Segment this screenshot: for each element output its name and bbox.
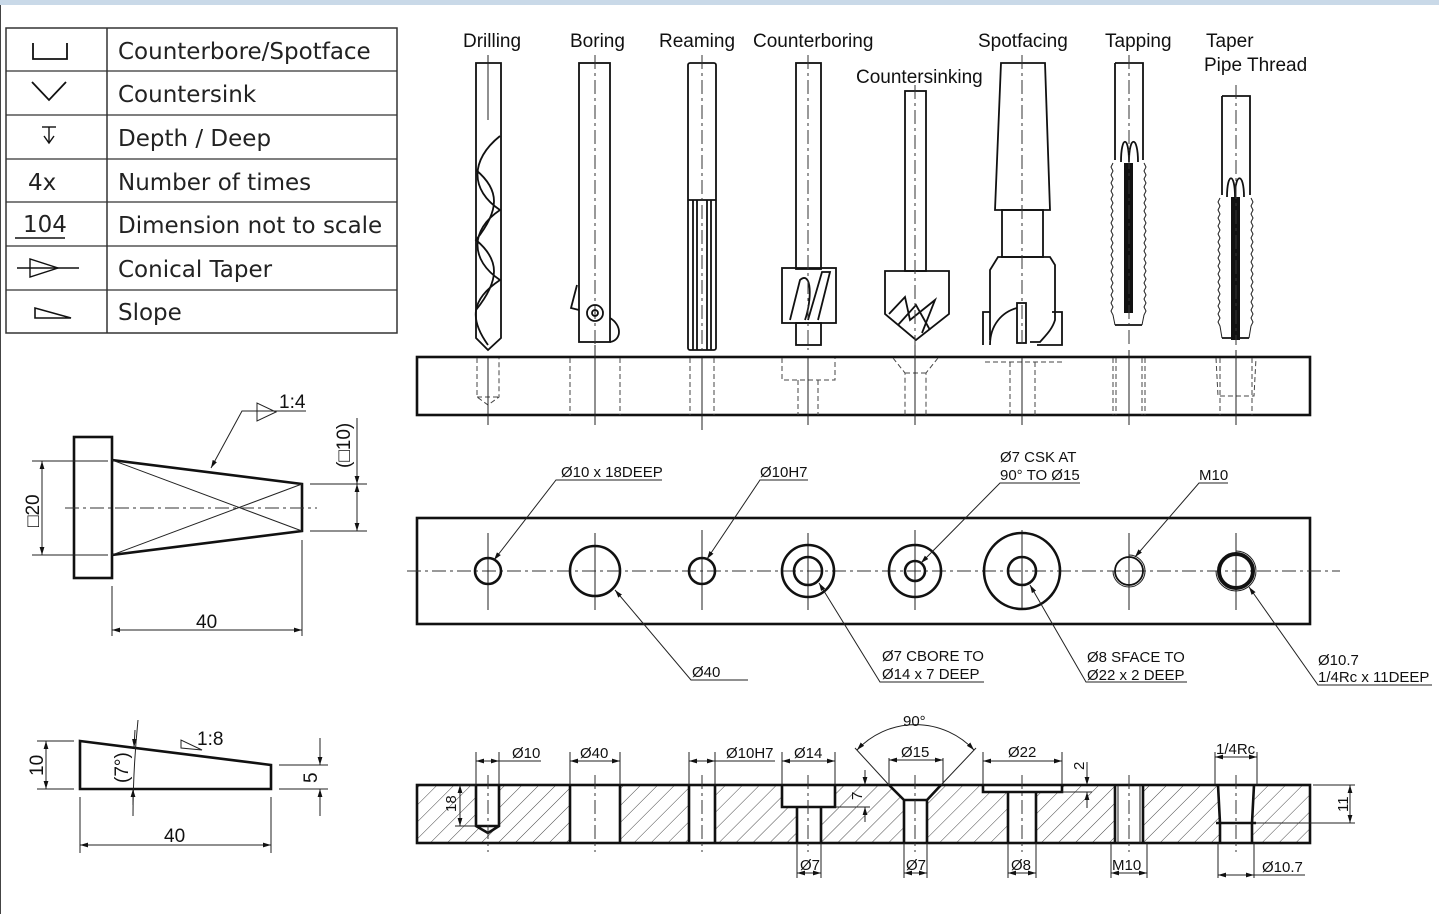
- callout-bore: Ø40: [692, 664, 720, 681]
- boring-bar-icon: [569, 55, 620, 345]
- legend-label: Counterbore/Spotface: [118, 39, 371, 65]
- dim-pipe-size: 1/4Rc: [1216, 741, 1256, 758]
- counterbore-icon: [32, 43, 68, 60]
- tool-labels: Drilling Boring Reaming Counterboring Co…: [463, 31, 1307, 88]
- tool-label-boring: Boring: [570, 31, 625, 52]
- callout-drill: Ø10 x 18DEEP: [561, 464, 663, 481]
- legend-label: Number of times: [118, 170, 311, 196]
- taper-ratio: 1:4: [279, 392, 306, 413]
- taper-length: 40: [196, 612, 217, 633]
- callout-pipe-line1: Ø10.7: [1318, 652, 1359, 669]
- dim-cbore-dia: Ø14: [794, 745, 822, 762]
- conical-taper-icon: [17, 258, 79, 278]
- not-to-scale-symbol: 104: [15, 212, 67, 239]
- callout-cbore-line2: Ø14 x 7 DEEP: [882, 666, 980, 683]
- reamer-icon: [687, 55, 717, 355]
- tool-label-reaming: Reaming: [659, 31, 735, 52]
- dim-sface-hole: Ø8: [1011, 857, 1031, 874]
- callout-sface-line1: Ø8 SFACE TO: [1087, 649, 1185, 666]
- hole-cbore-inner: [792, 555, 824, 587]
- hole-drill: [473, 556, 503, 586]
- depth-icon: [42, 126, 56, 145]
- front-view-block: [415, 345, 1312, 430]
- dim-cbore-hole: Ø7: [800, 857, 820, 874]
- tool-label-pipe-thread: Pipe Thread: [1204, 55, 1307, 76]
- dim-tap-size: M10: [1112, 857, 1141, 874]
- dim-bore-dia: Ø40: [580, 745, 608, 762]
- hole-sface-outer: [982, 531, 1062, 611]
- counterbore-tool-icon: [781, 55, 837, 350]
- hole-csk-outer: [887, 543, 943, 599]
- tool-label-counterboring: Counterboring: [753, 31, 873, 52]
- times-symbol-text: 4x: [28, 170, 56, 196]
- dim-pipe-drill: Ø10.7: [1262, 859, 1303, 876]
- dim-csk-angle: 90°: [903, 713, 926, 730]
- dim-sface-depth: 2: [1071, 762, 1088, 770]
- slope-angle: (7°): [112, 752, 133, 783]
- dim-ream-dia: Ø10H7: [726, 745, 774, 762]
- dim-csk-hole: Ø7: [906, 857, 926, 874]
- plan-view-block: Ø10 x 18DEEP Ø10H7 Ø7 CSK AT 90° TO Ø15 …: [407, 449, 1432, 686]
- callout-pipe-line2: 1/4Rc x 11DEEP: [1318, 669, 1429, 686]
- slope-length: 40: [164, 826, 185, 847]
- legend-label: Countersink: [118, 82, 257, 108]
- callout-ream: Ø10H7: [760, 464, 808, 481]
- hole-pipe: [1217, 552, 1255, 590]
- callout-sface-line2: Ø22 x 2 DEEP: [1087, 667, 1185, 684]
- top-border: [0, 0, 1439, 5]
- dim-drill-depth: 18: [443, 795, 460, 812]
- dim-drill-dia: Ø10: [512, 745, 540, 762]
- slope-ratio: 1:8: [197, 729, 223, 750]
- tap-icon: [1110, 55, 1147, 345]
- legend-label: Dimension not to scale: [118, 213, 382, 239]
- countersink-icon: [31, 81, 67, 102]
- symbol-legend-table: 4x 104 Counterbore/Spotface Countersink …: [5, 27, 398, 334]
- legend-label: Conical Taper: [118, 257, 273, 283]
- tool-label-spotfacing: Spotfacing: [978, 31, 1068, 52]
- taper-small-size: (□10): [334, 423, 355, 468]
- countersink-tool-icon: [884, 85, 950, 345]
- callout-csk-line1: Ø7 CSK AT: [1000, 449, 1076, 466]
- svg-text:104: 104: [23, 212, 67, 238]
- tool-label-tapping: Tapping: [1105, 31, 1172, 52]
- callout-tap: M10: [1199, 467, 1228, 484]
- hole-ream: [687, 556, 717, 586]
- spotface-tool-icon: [982, 55, 1063, 346]
- hole-tap: [1114, 556, 1144, 586]
- slope-example: 1:8 (7°) 10 5 40: [27, 719, 328, 853]
- tool-label-taper: Taper: [1206, 31, 1254, 52]
- legend-label: Slope: [118, 300, 182, 326]
- section-view-block: Ø10 Ø40 Ø10H7 Ø14 90° Ø15 Ø22 1/4Rc 18 7…: [415, 713, 1355, 878]
- callout-cbore-line1: Ø7 CBORE TO: [882, 648, 984, 665]
- hole-sface-inner: [1006, 555, 1038, 587]
- tool-label-countersinking: Countersinking: [856, 67, 983, 88]
- hole-csk-inner: [903, 559, 927, 583]
- dim-sface-dia: Ø22: [1008, 744, 1036, 761]
- hole-cbore-outer: [780, 543, 836, 599]
- dim-csk-dia: Ø15: [901, 744, 929, 761]
- dim-pipe-depth: 11: [1335, 796, 1352, 812]
- callout-csk-line2: 90° TO Ø15: [1000, 467, 1080, 484]
- slope-height-right: 5: [301, 772, 322, 783]
- left-border: [0, 5, 1, 914]
- taper-large-size: □20: [23, 494, 44, 527]
- tool-label-drilling: Drilling: [463, 31, 521, 52]
- hole-bore: [568, 544, 622, 598]
- slope-height-left: 10: [27, 755, 48, 776]
- legend-label: Depth / Deep: [118, 126, 271, 152]
- pipe-tap-icon: [1217, 85, 1254, 345]
- drill-bit-icon: [474, 55, 502, 352]
- dim-cbore-depth: 7: [849, 792, 866, 800]
- taper-example: 1:4 □20 (□10) 40: [23, 392, 367, 636]
- slope-icon: [34, 306, 72, 319]
